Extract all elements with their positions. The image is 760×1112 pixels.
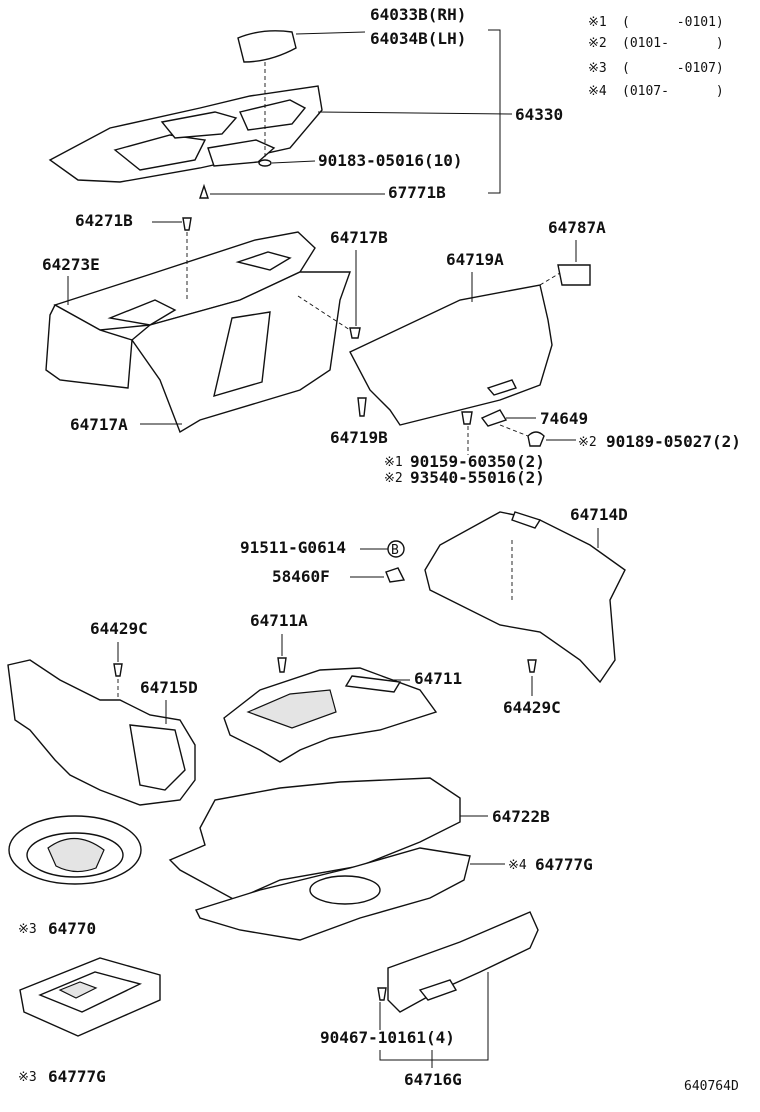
label-64777G-right: 64777G xyxy=(535,855,593,874)
label-64429C-right: 64429C xyxy=(503,698,561,717)
label-64034B: 64034B(LH) xyxy=(370,29,466,48)
label-64770: 64770 xyxy=(48,919,96,938)
label-64722B: 64722B xyxy=(492,807,550,826)
package-tray-drawing xyxy=(48,62,323,199)
spare-tire-cover-drawing xyxy=(8,815,142,885)
trunk-floor-mat-drawing xyxy=(168,777,471,941)
label-64715D: 64715D xyxy=(140,678,198,697)
legend-range-3: ( -0107) xyxy=(622,61,724,76)
label-64271B: 64271B xyxy=(75,211,133,230)
label-64717B: 64717B xyxy=(330,228,388,247)
label-64777G-left: 64777G xyxy=(48,1067,106,1086)
label-64330: 64330 xyxy=(515,105,563,124)
trunk-side-trim-right-drawing xyxy=(385,511,626,684)
label-64273E: 64273E xyxy=(42,255,100,274)
label-64719A: 64719A xyxy=(446,250,504,269)
mark-64777G-right: ※4 xyxy=(508,858,527,873)
mark-64770: ※3 xyxy=(18,922,37,937)
legend-mark-4: ※4 xyxy=(588,84,607,99)
legend-range-2: (0101- ) xyxy=(622,36,724,51)
label-64719B: 64719B xyxy=(330,428,388,447)
label-64711: 64711 xyxy=(414,669,462,688)
label-58460F: 58460F xyxy=(272,567,330,586)
trunk-side-trim-left-drawing xyxy=(7,659,196,806)
legend-range-4: (0107- ) xyxy=(622,84,724,99)
label-64033B: 64033B(RH) xyxy=(370,5,466,24)
label-93540: 93540-55016(2) xyxy=(410,468,545,487)
sill-plate-drawing xyxy=(377,911,539,1013)
label-91511: 91511-G0614 xyxy=(240,538,346,557)
mark-90189: ※2 xyxy=(578,435,597,450)
legend-mark-1: ※1 xyxy=(588,15,607,30)
label-64787A: 64787A xyxy=(548,218,606,237)
mark-64777G-left: ※3 xyxy=(18,1070,37,1085)
label-64717A: 64717A xyxy=(70,415,128,434)
tray-pad-drawing xyxy=(237,30,297,63)
rear-panel-drawing xyxy=(45,217,361,434)
mark-93540: ※2 xyxy=(384,471,403,486)
trunk-lid-liner-drawing xyxy=(349,264,591,455)
label-64714D: 64714D xyxy=(570,505,628,524)
label-91511-circle: B xyxy=(391,543,399,558)
tool-box-drawing xyxy=(19,957,161,1037)
label-90467: 90467-10161(4) xyxy=(320,1028,455,1047)
label-64716G: 64716G xyxy=(404,1070,462,1089)
label-64711A: 64711A xyxy=(250,611,308,630)
diagram-id: 640764D xyxy=(684,1079,739,1094)
compartment-trim-drawing xyxy=(223,657,438,763)
label-67771B: 67771B xyxy=(388,183,446,202)
label-64429C-left: 64429C xyxy=(90,619,148,638)
circle-b-icon xyxy=(387,540,405,558)
legend-mark-2: ※2 xyxy=(588,36,607,51)
label-90189: 90189-05027(2) xyxy=(606,432,741,451)
legend: ※1 ( -0101) ※2 (0101- ) ※3 ( -0107) ※4 (… xyxy=(588,15,724,99)
label-74649: 74649 xyxy=(540,409,588,428)
mark-90159: ※1 xyxy=(384,455,403,470)
legend-range-1: ( -0101) xyxy=(622,15,724,30)
legend-mark-3: ※3 xyxy=(588,61,607,76)
label-90183: 90183-05016(10) xyxy=(318,151,463,170)
label-90159: 90159-60350(2) xyxy=(410,452,545,471)
